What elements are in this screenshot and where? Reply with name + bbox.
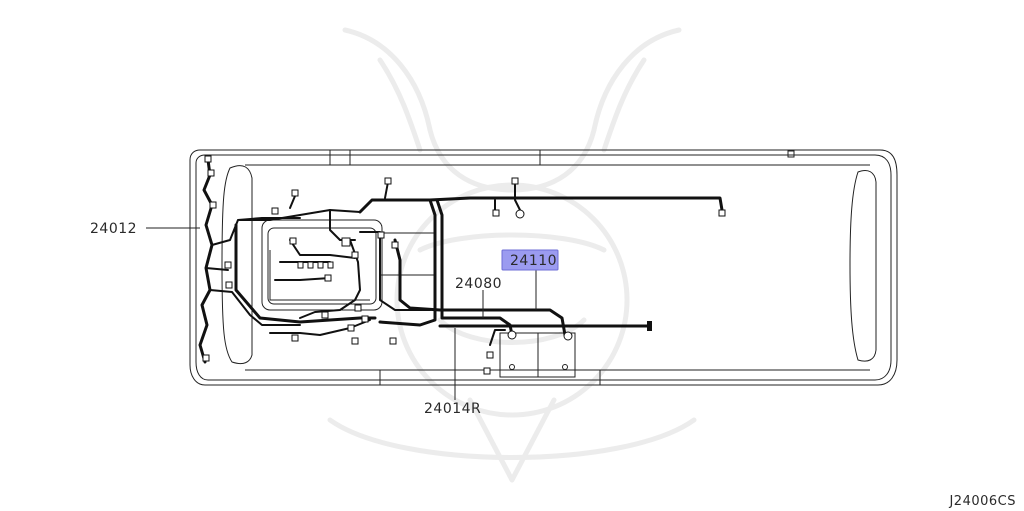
part-label-24012[interactable]: 24012 — [90, 221, 137, 237]
part-label-24014R[interactable]: 24014R — [424, 401, 481, 417]
vehicle-body-outline — [189, 149, 898, 386]
diagram-code: J24006CS — [948, 494, 1016, 509]
leader-lines — [146, 227, 537, 400]
connectors — [202, 155, 726, 375]
watermark-logo — [327, 27, 697, 483]
wiring-harness — [198, 158, 724, 364]
part-label-24080[interactable]: 24080 — [455, 276, 502, 292]
part-label-24110[interactable]: 24110 — [510, 253, 557, 269]
part-label-highlight — [501, 249, 559, 271]
